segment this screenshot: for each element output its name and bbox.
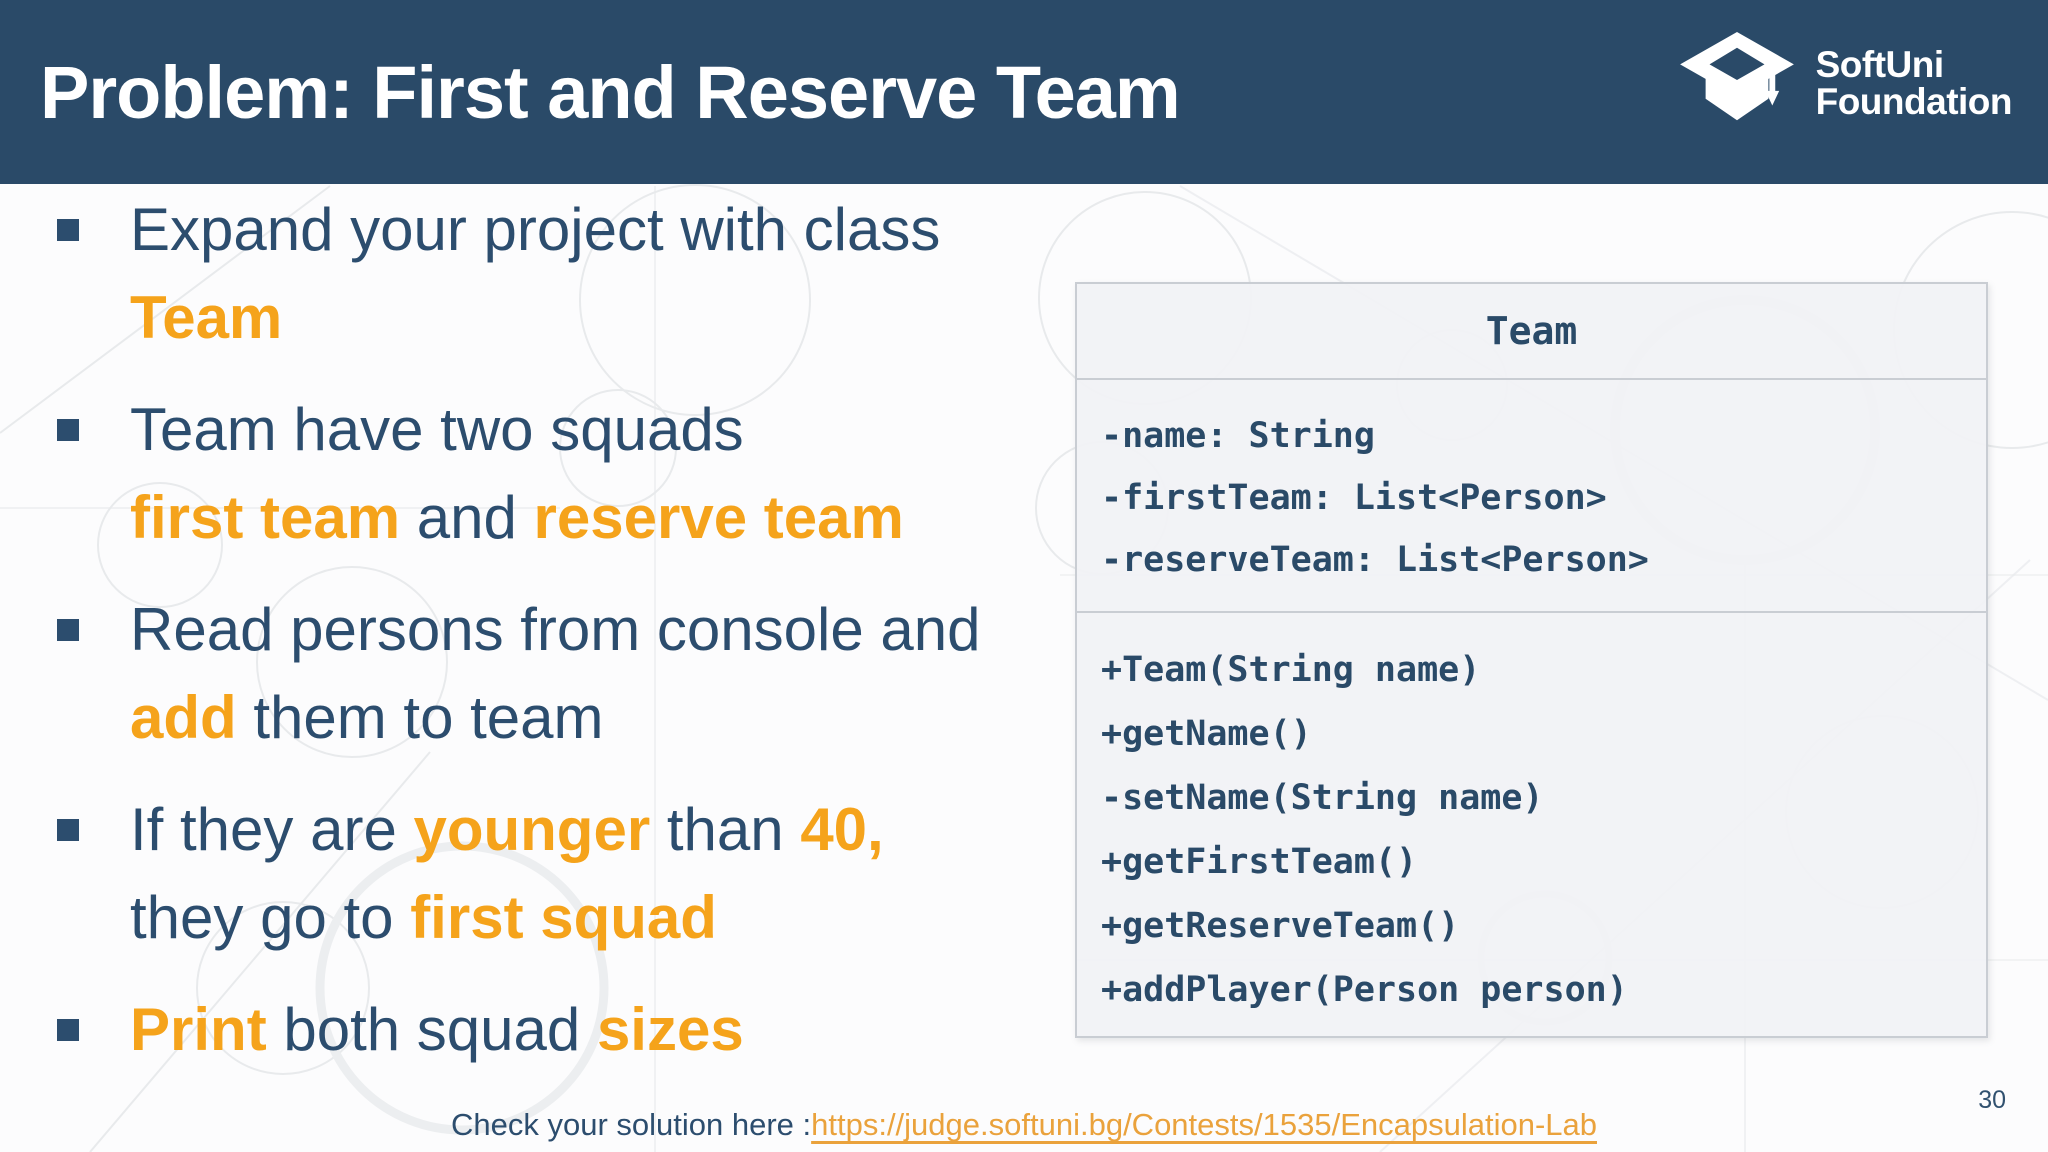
footer: Check your solution here :https://judge.…	[0, 1105, 2048, 1145]
graduation-cap-icon	[1679, 32, 1794, 121]
uml-fields-section: -name: String -firstTeam: List<Person> -re…	[1077, 378, 1986, 611]
bullet-square-marker	[57, 819, 79, 841]
bullet-square-marker	[57, 419, 79, 441]
uml-field: -name: String	[1101, 416, 1375, 456]
solution-link[interactable]: https://judge.softuni.bg/Contests/1535/E…	[811, 1107, 1597, 1142]
bullet-square-marker	[57, 1019, 79, 1041]
bullet-item: Expand your project with class Team	[57, 186, 1072, 362]
uml-class-name: Team	[1485, 309, 1578, 353]
page-number: 30	[1978, 1086, 2006, 1114]
uml-method: +getName()	[1101, 714, 1312, 754]
slide-header: Problem: First and Reserve Team SoftUni …	[0, 0, 2048, 184]
uml-field: -reserveTeam: List<Person>	[1101, 540, 1649, 580]
bullet-item: If they are younger than 40,they go to f…	[57, 786, 1072, 962]
softuni-foundation-logo: SoftUni Foundation	[1678, 28, 2013, 138]
bullet-text: Print both squad sizes	[130, 996, 744, 1063]
bullet-square-marker	[57, 619, 79, 641]
uml-method: +Team(String name)	[1101, 650, 1481, 690]
uml-method: +getReserveTeam()	[1101, 906, 1460, 946]
uml-field: -firstTeam: List<Person>	[1101, 478, 1607, 518]
uml-class-diagram: Team -name: String -firstTeam: List<Perso…	[1075, 282, 1988, 1038]
uml-method: +addPlayer(Person person)	[1101, 970, 1628, 1010]
bullet-text: Expand your project with class Team	[130, 196, 941, 351]
footer-label: Check your solution here :	[450, 1107, 812, 1142]
bullet-text: If they are younger than 40,they go to f…	[130, 796, 884, 951]
uml-method: +getFirstTeam()	[1101, 842, 1418, 882]
uml-methods-section: +Team(String name) +getName() -setName(Str…	[1077, 611, 1986, 1036]
page-title: Problem: First and Reserve Team	[40, 50, 1181, 134]
logo-line2: Foundation	[1815, 81, 2013, 122]
bullet-item: Print both squad sizes	[57, 986, 1072, 1074]
bullet-square-marker	[57, 219, 79, 241]
logo-line1: SoftUni	[1815, 44, 1945, 85]
logo-text: SoftUni Foundation	[1815, 44, 2013, 122]
uml-method: -setName(String name)	[1101, 778, 1544, 818]
